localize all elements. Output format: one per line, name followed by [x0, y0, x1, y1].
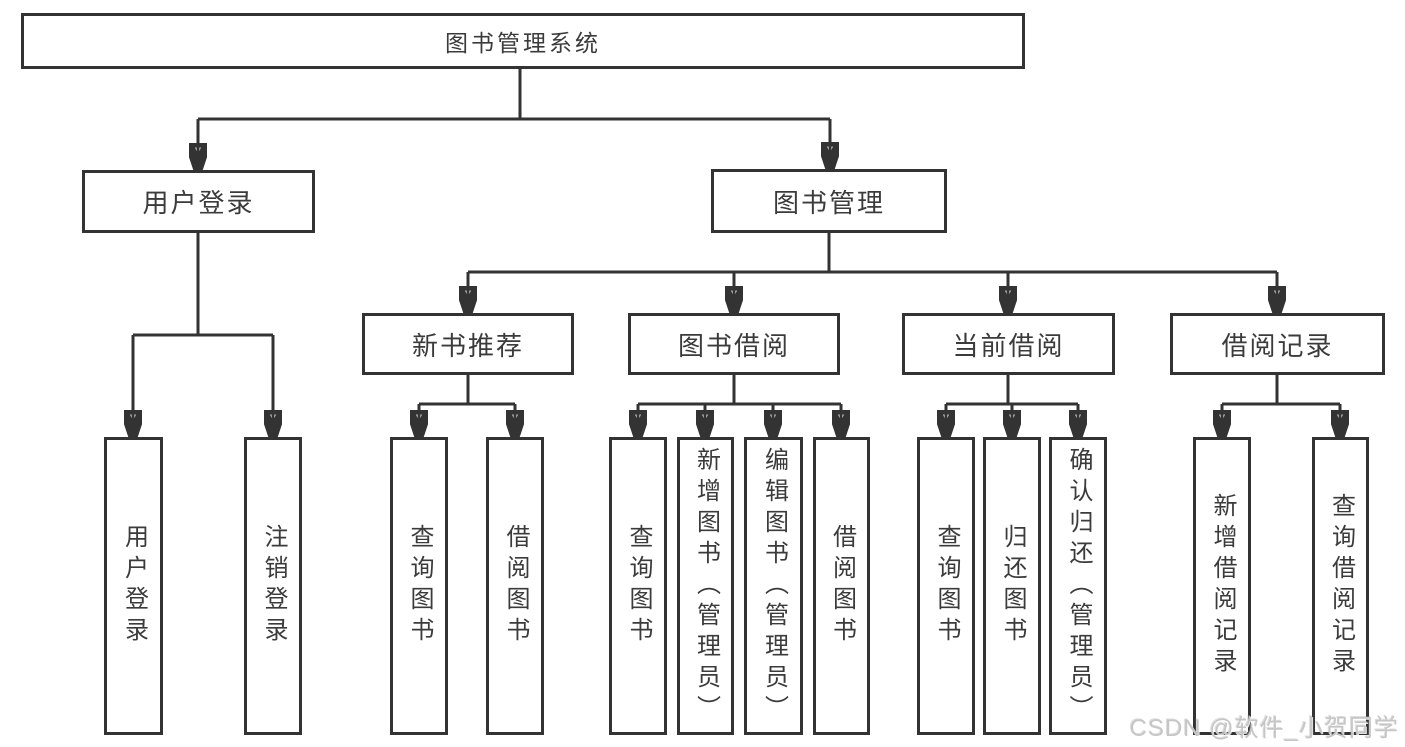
leaf-confirm-return-admin: 确认归还（管理员） [1049, 437, 1107, 735]
leaf-borrow-books-1: 借阅图书 [486, 437, 544, 735]
trunk-new-book-recommend [419, 375, 515, 406]
leaf-query-books-3-label: 查询图书 [933, 524, 960, 648]
node-book-management: 图书管理 [711, 169, 947, 233]
leaf-borrow-books-1-label: 借阅图书 [502, 524, 529, 648]
leaf-borrow-books-2-label: 借阅图书 [828, 524, 856, 648]
leaf-edit-books-admin: 编辑图书（管理员） [744, 437, 803, 735]
leaf-query-borrow-record: 查询借阅记录 [1312, 437, 1369, 735]
node-user-login: 用户登录 [82, 170, 315, 233]
trunk-root [198, 69, 830, 121]
leaf-user-login: 用户登录 [104, 437, 163, 735]
node-borrowing-records: 借阅记录 [1170, 313, 1385, 375]
leaf-return-books-label: 归还图书 [999, 524, 1026, 648]
csdn-watermark: CSDN @软件_小贺同学 [1129, 715, 1399, 742]
leaf-return-books: 归还图书 [983, 437, 1041, 735]
leaf-query-borrow-record-label: 查询借阅记录 [1327, 493, 1355, 679]
trunk-borrowing-records [1222, 375, 1340, 406]
leaf-logout-login: 注销登录 [244, 437, 302, 735]
leaf-query-books-3: 查询图书 [917, 437, 975, 735]
leaf-query-books-1: 查询图书 [390, 437, 448, 735]
leaf-borrow-books-2: 借阅图书 [813, 437, 870, 735]
leaf-logout-login-label: 注销登录 [260, 524, 287, 648]
leaf-add-borrow-record-label: 新增借阅记录 [1209, 493, 1236, 679]
leaf-user-login-label: 用户登录 [120, 524, 148, 648]
node-current-borrowing: 当前借阅 [902, 313, 1115, 375]
node-new-book-recommend: 新书推荐 [362, 313, 574, 375]
trunk-book-borrowing [638, 375, 841, 406]
leaf-query-books-1-label: 查询图书 [406, 524, 433, 648]
leaf-edit-books-admin-label: 编辑图书（管理员） [760, 446, 788, 726]
trunk-user-login [133, 233, 273, 337]
leaf-confirm-return-admin-label: 确认归还（管理员） [1065, 446, 1092, 726]
leaf-query-books-2-label: 查询图书 [625, 524, 652, 648]
trunk-book-management [468, 233, 1277, 274]
leaf-add-books-admin-label: 新增图书（管理员） [692, 446, 720, 726]
leaf-add-books-admin: 新增图书（管理员） [677, 437, 734, 735]
trunk-current-borrowing [946, 375, 1078, 406]
leaf-query-books-2: 查询图书 [609, 437, 667, 735]
node-library-management-system: 图书管理系统 [21, 13, 1025, 69]
leaf-add-borrow-record: 新增借阅记录 [1193, 437, 1251, 735]
node-book-borrowing: 图书借阅 [628, 313, 840, 375]
